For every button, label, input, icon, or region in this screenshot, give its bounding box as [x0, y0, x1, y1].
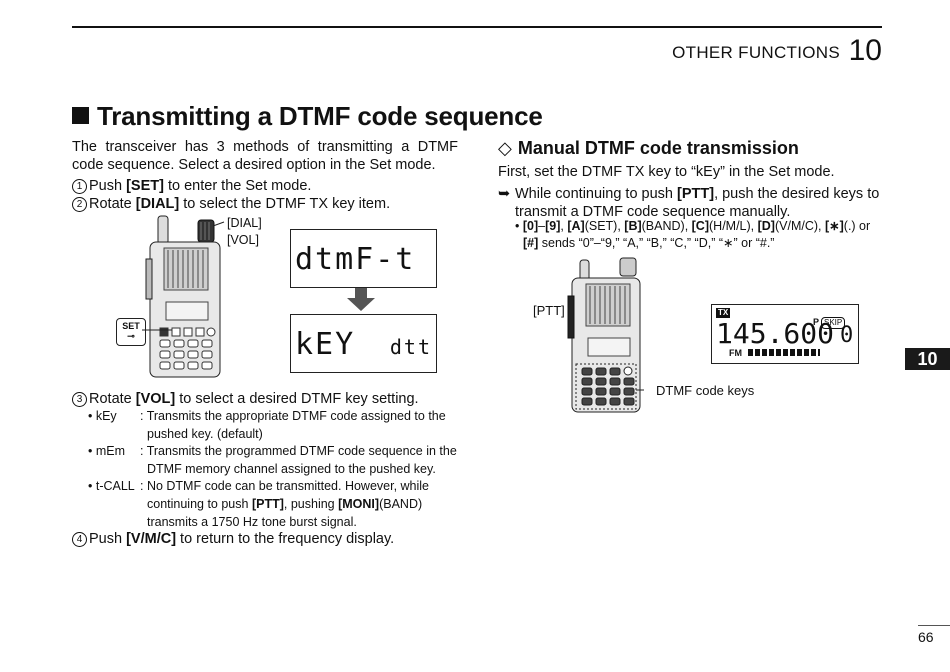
lcd-frequency: TX 145.600 P SKIP 0 FM — [711, 304, 859, 364]
arrow-bullet-icon: ➥ — [498, 186, 511, 202]
intro-paragraph: The transceiver has 3 methods of transmi… — [72, 139, 458, 173]
lcd-key-setting: kEY dtt — [290, 314, 437, 373]
down-arrow-icon — [347, 288, 375, 311]
manual-bullet: ➥While continuing to push [PTT], push th… — [498, 186, 880, 220]
option-key: • kEy : Transmits the appropriate DTMF c… — [88, 409, 446, 441]
page-title: Transmitting a DTMF code sequence — [72, 101, 543, 132]
tx-indicator: TX — [716, 308, 731, 318]
chapter-number: 10 — [848, 34, 882, 67]
manual-intro: First, set the DTMF TX key to “kEy” in t… — [498, 164, 835, 180]
set-key-icon: SET ⊸ — [116, 318, 146, 346]
diamond-icon: ◇ — [498, 138, 512, 158]
manual-heading: ◇Manual DTMF code transmission — [498, 138, 799, 158]
ptt-label: [PTT] — [533, 303, 565, 318]
key-mapping-note: • [0]–[9], [A](SET), [B](BAND), [C](H/M/… — [515, 219, 871, 250]
dtmf-keys-label: DTMF code keys — [656, 383, 755, 398]
section-title: OTHER FUNCTIONS — [672, 43, 840, 62]
chapter-tab: 10 — [905, 348, 950, 370]
lcd-dtmf-t: dtmF-t — [290, 229, 437, 288]
signal-meter — [748, 349, 820, 356]
vol-label: [VOL] — [227, 233, 259, 247]
radio-ptt-illustration — [567, 257, 644, 413]
radio-illustration — [142, 215, 225, 378]
option-mem: • mEm : Transmits the programmed DTMF co… — [88, 444, 457, 476]
dial-label: [DIAL] — [227, 216, 262, 230]
header-rule — [72, 26, 882, 28]
square-bullet-icon — [72, 107, 89, 124]
page-number: 66 — [918, 629, 934, 645]
option-tcall: • t-CALL : No DTMF code can be transmitt… — [88, 479, 430, 529]
footer-rule — [918, 625, 950, 626]
